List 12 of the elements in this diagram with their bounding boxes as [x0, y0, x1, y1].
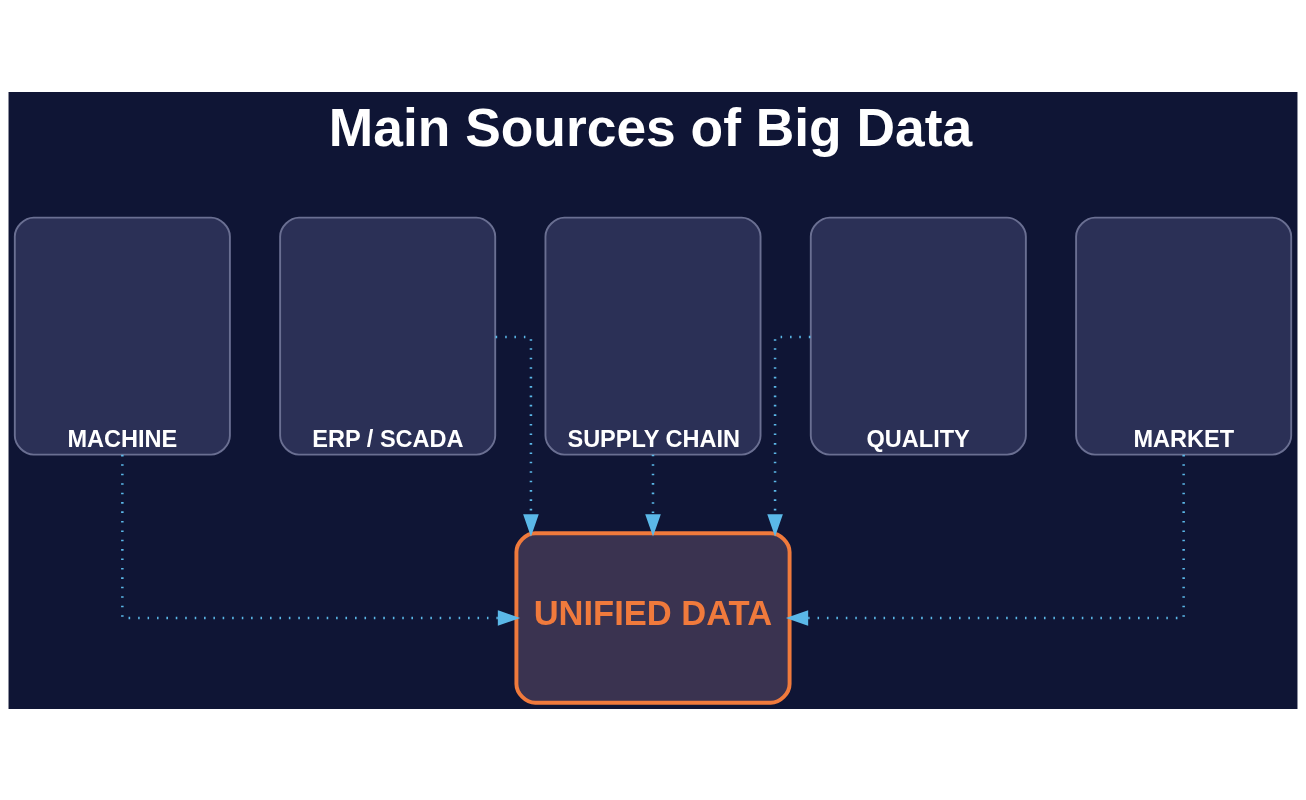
node-box: SUPPLY CHAIN [544, 216, 762, 456]
arrow [121, 454, 521, 626]
node-box: ERP / SCADA [279, 216, 497, 456]
diagram-title: Main Sources of Big Data [328, 97, 973, 157]
node-box: MACHINE [13, 216, 231, 456]
node-box: MARKET [1075, 216, 1293, 456]
arrow [767, 335, 811, 537]
node-box: UNIFIED DATA [514, 530, 792, 705]
node-box: QUALITY [809, 216, 1027, 456]
arrow [495, 335, 539, 537]
arrow [785, 454, 1185, 626]
arrow [645, 454, 661, 537]
